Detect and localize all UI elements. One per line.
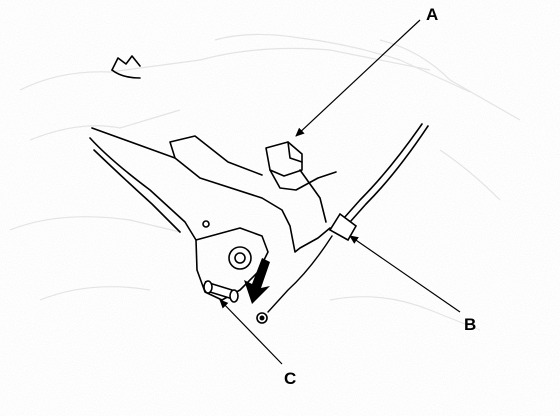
leader-b [349, 235, 461, 313]
label-b: B [464, 315, 476, 334]
label-c: C [284, 369, 296, 388]
leader-a [295, 19, 421, 137]
brake-cable [256, 123, 429, 324]
bracket-assembly [89, 55, 337, 301]
removal-direction-arrow [244, 258, 270, 304]
label-a: A [426, 5, 438, 24]
guide-pin [203, 280, 239, 303]
callout-leaders [219, 19, 461, 365]
leader-c [219, 299, 283, 365]
